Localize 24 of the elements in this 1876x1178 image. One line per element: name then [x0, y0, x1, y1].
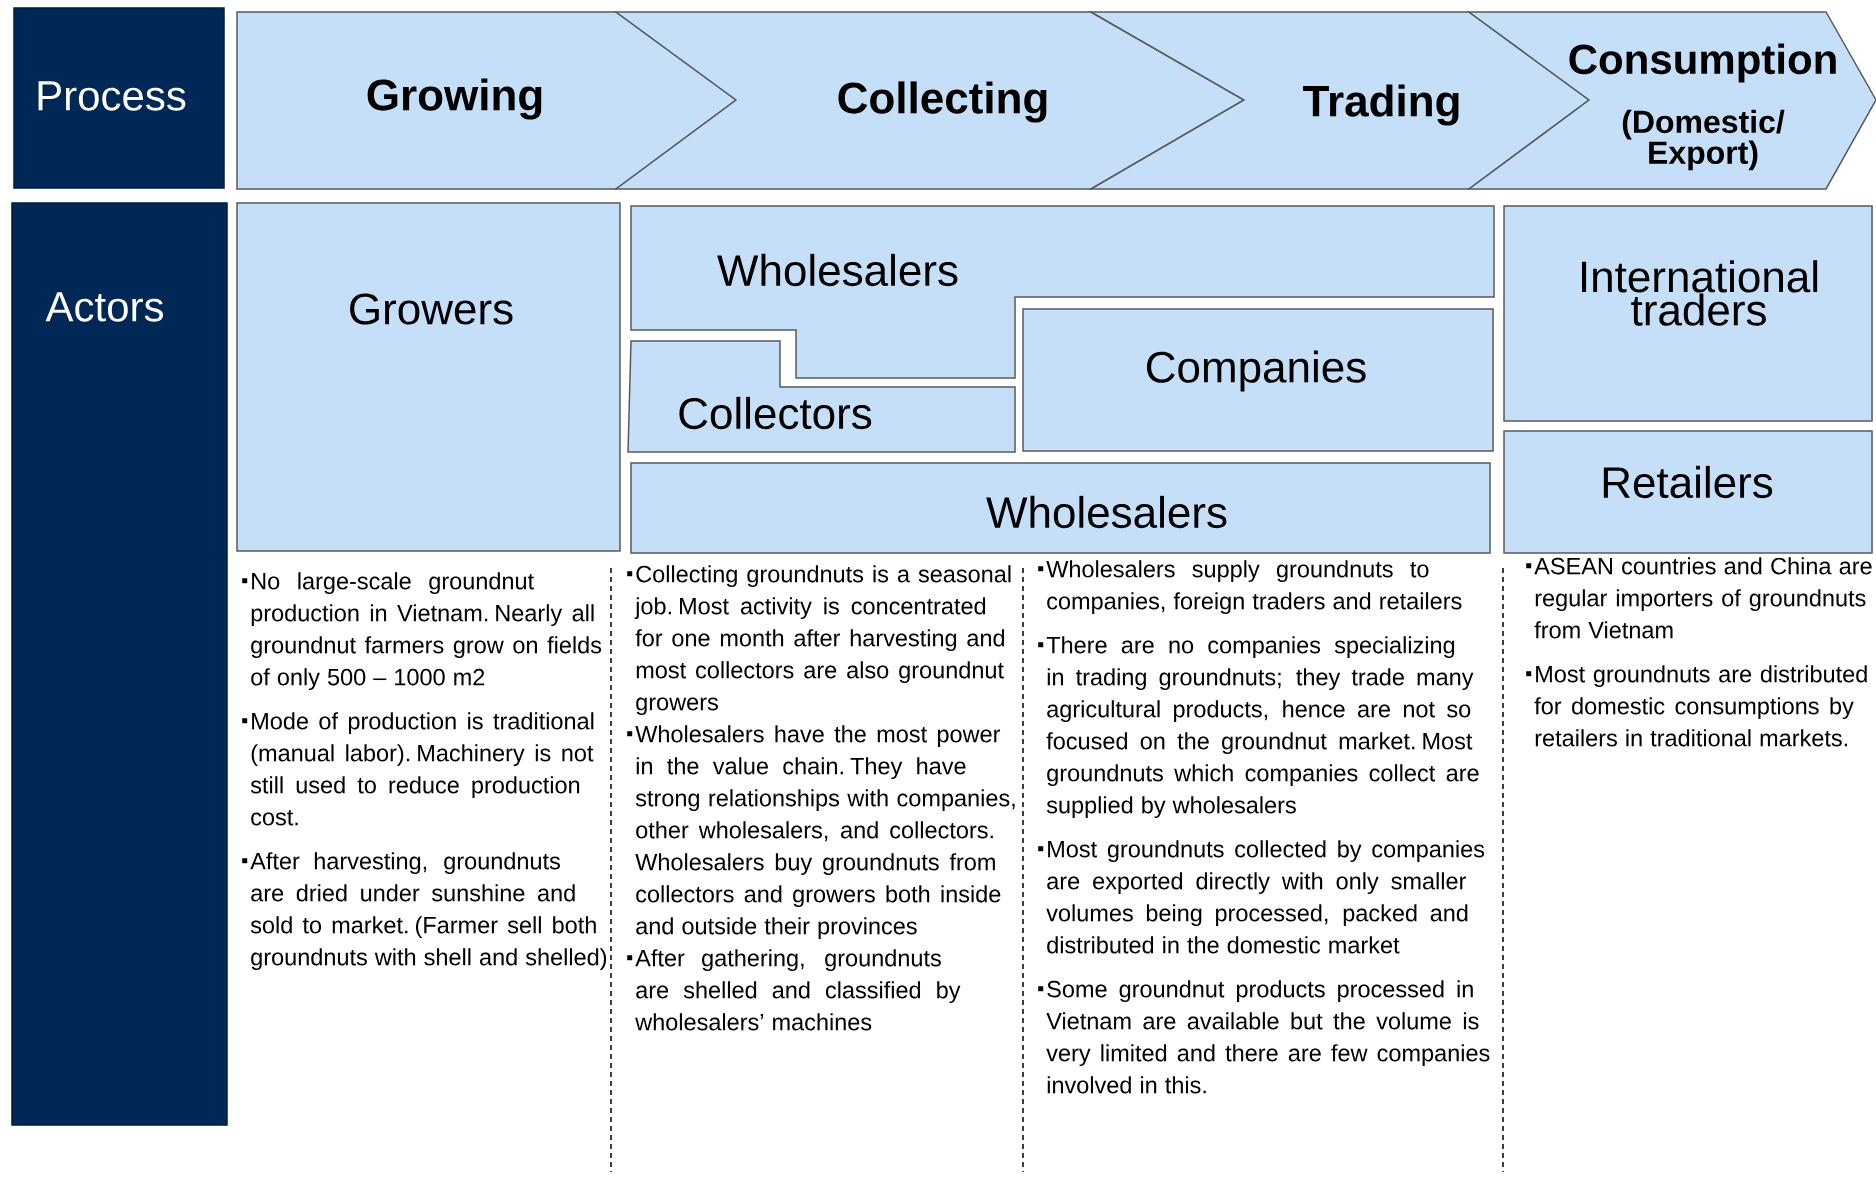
actor-box: Wholesalers — [630, 462, 1491, 554]
actor-box: Retailers — [1503, 430, 1873, 554]
bullet-text: There are no companies specializing in trading groundnuts; they trade many agricultural products, hence are not so focused on the groundnut market. Most groundnuts which companies collect are supplied by wholesalers — [1046, 636, 1479, 819]
header-box: Process — [13, 7, 225, 189]
bullet-text: Collecting groundnuts is a seasonal job. Most activity is concentrated for one month after harvesting and most collectors are also groundnut growers — [634, 565, 1011, 716]
bullet-text: Wholesalers have the most power in the value chain. They have strong relationships with companies, other wholesalers, and collectors. Wholesalers buy groundnuts from collectors and growers both inside and outside their provinces — [635, 725, 1015, 940]
header-box: Actors — [11, 202, 228, 1126]
stage-banner: Consumption (Domestic/ Export) — [1466, 11, 1876, 190]
bullet-text: Wholesalers supply groundnuts to companies, foreign traders and retailers — [1046, 560, 1462, 615]
bullet-text: No large-scale groundnut production in Vietnam. Nearly all groundnut farmers grow on fields of only 500 – 1000 m2 — [251, 572, 602, 691]
stage-banner: Growing — [236, 11, 738, 190]
bullet-text: After gathering, groundnuts are shelled and classified by wholesalers’ machines — [635, 949, 961, 1031]
bullet-text: Most groundnuts collected by companies are exported directly with only smaller volumes being processed, packed and distributed in the domestic market — [1046, 840, 1485, 954]
bullet-text: Most groundnuts are distributed for domestic consumptions by retailers in traditional markets. — [1534, 665, 1867, 747]
bullet-text: Mode of production is traditional (manual labor). Machinery is not still used to reduce production cost. — [250, 712, 594, 826]
bullet-text: After harvesting, groundnuts are dried under sunshine and sold to market. (Farmer sell both groundnuts with shell and shelled) — [250, 852, 607, 971]
actor-box: Companies — [1022, 308, 1494, 452]
bullet-text: ASEAN countries and China are regular importers of groundnuts from Vietnam — [1534, 557, 1872, 639]
actor-box: International traders — [1503, 205, 1873, 422]
node-label: (Domestic/ Export) — [1622, 109, 1785, 171]
actor-box: Growers — [236, 202, 621, 552]
stage-banner: Collecting — [613, 11, 1246, 190]
bullet-text: Some groundnut products processed in Vietnam are available but the volume is very limited and there are few companies involved in this. — [1046, 980, 1490, 1094]
actor-box: Collectors — [627, 340, 1016, 453]
